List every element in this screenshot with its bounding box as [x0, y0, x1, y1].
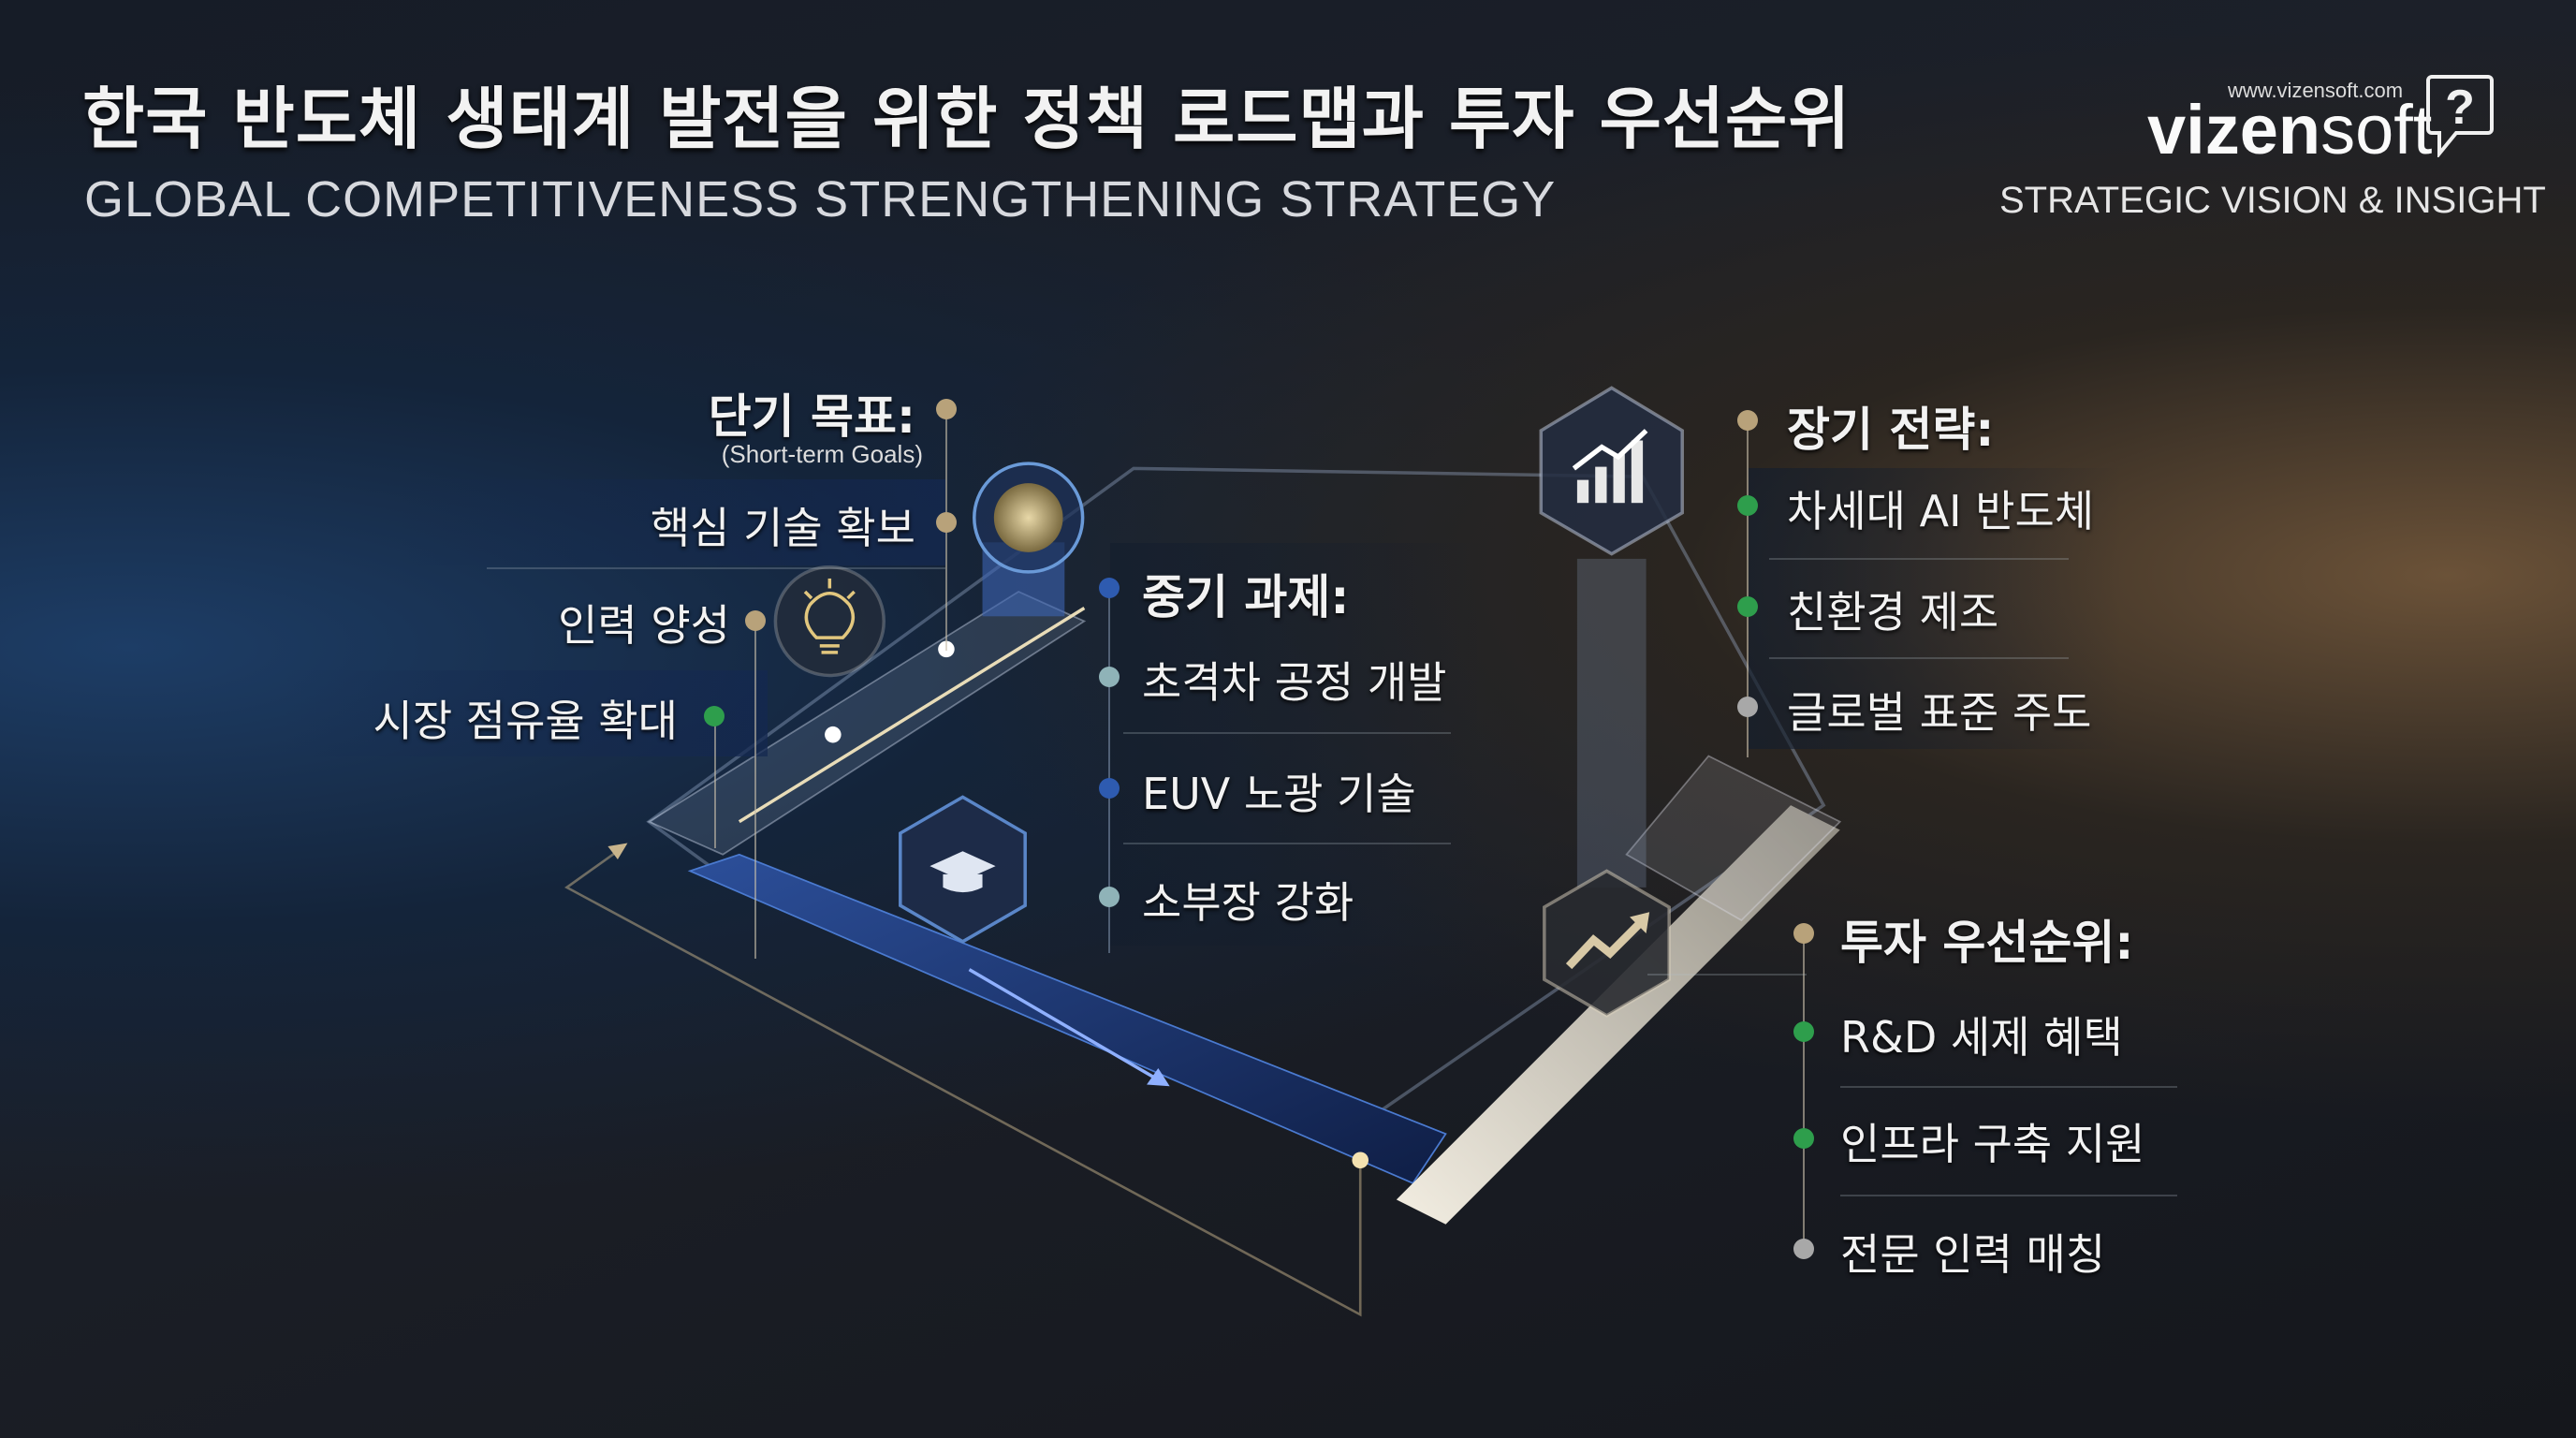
- long-term-item: 차세대 AI 반도체: [1787, 486, 2095, 536]
- platform-blue-band: [687, 853, 1447, 1184]
- bullet-dot: [1099, 778, 1120, 799]
- divider: [1769, 558, 2069, 560]
- long-term-item: 친환경 제조: [1787, 587, 1999, 638]
- platform-glass-left: [647, 590, 1087, 856]
- bullet-dot: [1099, 578, 1120, 598]
- chip-icon: [973, 462, 1085, 574]
- divider: [1769, 657, 2069, 659]
- short-term-heading: 단기 목표:: [708, 389, 915, 444]
- divider: [1840, 1086, 2177, 1088]
- brand-name-light: soft: [2320, 91, 2433, 169]
- short-term-item: 시장 점유율 확대: [373, 696, 678, 746]
- platform-glass-right: [1625, 755, 1842, 922]
- bullet-dot: [1737, 410, 1758, 431]
- band: [281, 670, 768, 756]
- bullet-dot: [936, 512, 957, 533]
- mid-term-item: EUV 노광 기술: [1142, 769, 1416, 819]
- band: [1110, 543, 1485, 946]
- divider: [487, 567, 945, 569]
- pillar-right: [1576, 558, 1647, 888]
- mid-term-item: 초격차 공정 개발: [1142, 657, 1447, 708]
- short-term-item: 인력 양성: [558, 600, 730, 651]
- bubble-glyph: ?: [2445, 81, 2475, 135]
- investment-heading: 투자 우선순위:: [1840, 916, 2134, 970]
- long-term-item: 글로벌 표준 주도: [1787, 687, 2092, 738]
- short-term-item: 핵심 기술 확보: [650, 503, 915, 553]
- connector-line: [1647, 974, 1807, 976]
- node-glow: [1352, 1152, 1368, 1169]
- band: [393, 479, 945, 565]
- bullet-dot: [1793, 1128, 1814, 1149]
- divider: [1840, 1195, 2177, 1196]
- flow-arrow-head: [1147, 1067, 1170, 1087]
- investment-item: 전문 인력 매칭: [1840, 1229, 2106, 1280]
- connector-line: [714, 717, 716, 848]
- bullet-dot: [1737, 596, 1758, 617]
- connector-line: [738, 607, 1086, 824]
- bullet-dot: [704, 706, 724, 726]
- guide-line-left: [564, 844, 1362, 1317]
- connector-line: [1803, 933, 1805, 1252]
- bullet-dot: [1099, 887, 1120, 907]
- lightbulb-icon: [773, 565, 886, 678]
- bullet-dot: [936, 399, 957, 419]
- mid-term-item: 소부장 강화: [1142, 877, 1354, 928]
- brand-logo: vizensoft: [2147, 90, 2432, 169]
- graduation-cap-icon: [899, 795, 1027, 944]
- bullet-dot: [745, 610, 766, 631]
- node-glow: [825, 726, 842, 743]
- brand-tagline: STRATEGIC VISION & INSIGHT: [1999, 180, 2546, 221]
- bullet-dot: [1793, 1239, 1814, 1259]
- investment-item: 인프라 구축 지원: [1840, 1119, 2145, 1169]
- connector-line: [754, 622, 756, 959]
- brand-url[interactable]: www.vizensoft.com: [2228, 79, 2404, 102]
- bullet-dot: [1793, 923, 1814, 944]
- bullet-dot: [1737, 495, 1758, 516]
- page-title: 한국 반도체 생태계 발전을 위한 정책 로드맵과 투자 우선순위: [82, 80, 1852, 158]
- trend-up-icon: [1543, 869, 1671, 1018]
- bullet-dot: [1737, 697, 1758, 717]
- long-term-heading: 장기 전략:: [1787, 403, 1995, 457]
- page-subtitle: GLOBAL COMPETITIVENESS STRENGTHENING STR…: [84, 171, 1557, 227]
- brand-name-bold: vizen: [2147, 91, 2321, 169]
- investment-item: R&D 세제 혜택: [1840, 1012, 2123, 1063]
- guide-arrow-head: [607, 843, 628, 860]
- short-term-subheading: (Short-term Goals): [721, 440, 923, 468]
- platform-light-band: [1396, 805, 1840, 1225]
- mid-term-heading: 중기 과제:: [1142, 570, 1350, 624]
- growth-chart-icon: [1539, 386, 1684, 556]
- divider: [1123, 843, 1451, 844]
- band: [1749, 468, 2123, 749]
- bullet-dot: [1793, 1021, 1814, 1042]
- connector-line: [1747, 420, 1749, 757]
- question-bubble-icon: ?: [2426, 75, 2494, 157]
- bullet-dot: [1099, 667, 1120, 687]
- connector-line: [1108, 588, 1110, 953]
- divider: [1123, 732, 1451, 734]
- flow-arrow: [968, 968, 1168, 1087]
